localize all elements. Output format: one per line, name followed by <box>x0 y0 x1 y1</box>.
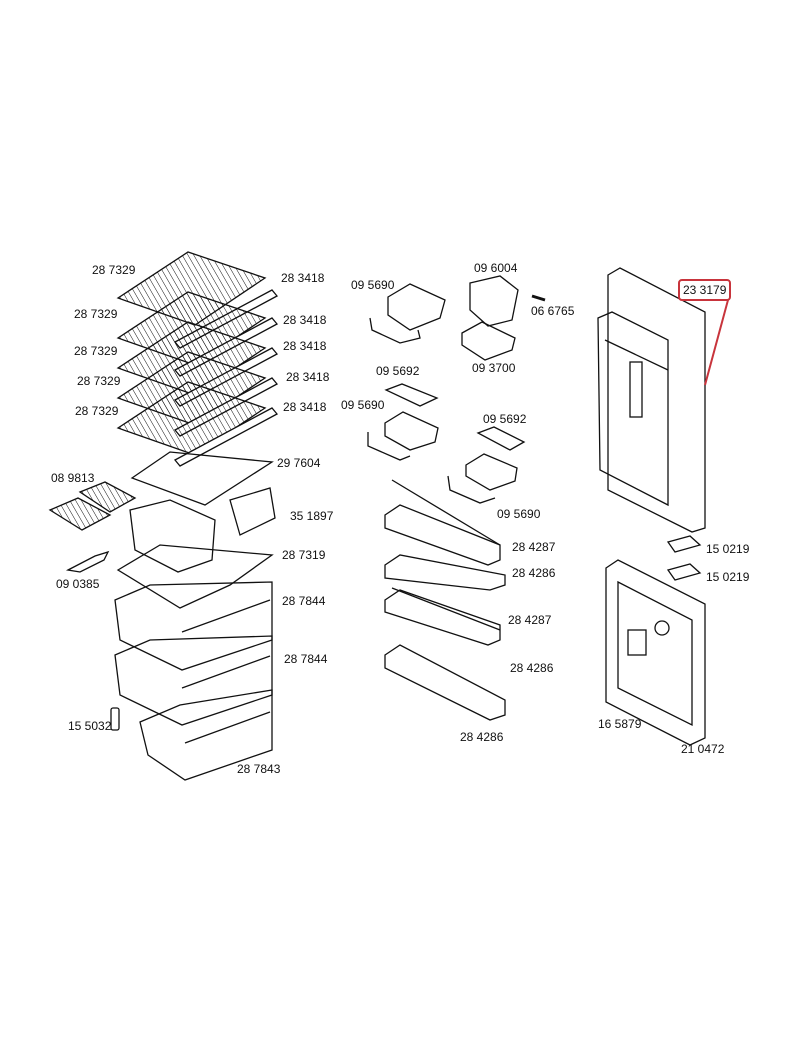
part-outline <box>629 361 643 418</box>
label-bottle-shelf-1: 28 4286 <box>512 566 556 580</box>
label-crisper-cover: 28 7319 <box>282 548 326 562</box>
part-outline <box>465 453 518 491</box>
part-outline <box>181 599 271 633</box>
part-outline <box>387 283 446 331</box>
label-cover: 29 7604 <box>277 456 321 470</box>
shelf-stack <box>116 251 279 506</box>
part-outline <box>48 497 112 531</box>
label-chiller-trays: 35 1897 <box>290 509 334 523</box>
shelf-5 <box>116 381 279 467</box>
hinge-covers <box>666 535 702 581</box>
label-hinge-cover-1: 15 0219 <box>706 542 750 556</box>
drawers <box>110 581 273 781</box>
label-rail-1: 28 4287 <box>512 540 556 554</box>
part-outline <box>114 581 273 671</box>
label-screw: 06 6765 <box>531 304 575 318</box>
label-trim-2: 28 3418 <box>283 313 327 327</box>
part-outline <box>184 711 271 744</box>
label-door-bin-a: 09 5690 <box>351 278 395 292</box>
ice-trays <box>48 481 137 531</box>
ice-scoop <box>65 550 110 573</box>
label-trim-4: 28 3418 <box>286 370 330 384</box>
label-upper-door-highlighted: 23 3179 <box>678 279 732 301</box>
part-outline <box>384 411 439 451</box>
crisper-frame <box>116 544 274 609</box>
upper-door <box>597 267 729 533</box>
part-outline <box>110 707 120 731</box>
label-bottle-shelf-2: 28 4286 <box>510 661 554 675</box>
part-outline <box>607 267 706 533</box>
lower-door <box>605 559 706 746</box>
part-outline <box>116 381 267 456</box>
label-door-bin-b: 09 3700 <box>472 361 516 375</box>
label-door-bin-c: 09 5690 <box>341 398 385 412</box>
label-clip: 15 5032 <box>68 719 112 733</box>
bottle-shelves <box>384 479 506 721</box>
part-outline <box>654 620 670 636</box>
label-hinge-cover-2: 15 0219 <box>706 570 750 584</box>
label-rail-2: 28 4287 <box>508 613 552 627</box>
part-outline <box>229 487 276 536</box>
label-drawer-2: 28 7844 <box>284 652 328 666</box>
label-trim-3: 28 3418 <box>283 339 327 353</box>
part-outline <box>384 589 501 646</box>
part-outline <box>627 629 647 656</box>
part-outline <box>173 407 279 467</box>
part-outline <box>597 311 669 507</box>
label-control-knob: 16 5879 <box>598 717 642 731</box>
part-outline <box>531 294 546 302</box>
label-shelf-2: 28 7329 <box>74 307 118 321</box>
part-outline <box>447 475 496 504</box>
part-outline <box>369 317 421 344</box>
label-egg-tray-b: 09 5692 <box>483 412 527 426</box>
part-outline <box>181 655 271 689</box>
part-outline <box>617 580 693 727</box>
label-shelf-4: 28 7329 <box>77 374 121 388</box>
part-outline <box>129 499 216 573</box>
part-outline <box>384 504 501 566</box>
part-outline <box>391 479 501 546</box>
part-outline <box>704 299 729 386</box>
part-outline <box>139 689 273 781</box>
label-trim-5: 28 3418 <box>283 400 327 414</box>
label-trim-1: 28 3418 <box>281 271 325 285</box>
part-outline <box>666 563 702 581</box>
label-shelf-3: 28 7329 <box>74 344 118 358</box>
label-ice-trays: 08 9813 <box>51 471 95 485</box>
egg-tray-b-shape <box>476 426 526 451</box>
part-outline <box>78 481 137 513</box>
part-outline <box>391 587 501 631</box>
label-drawer-3: 28 7843 <box>237 762 281 776</box>
label-shelf-1: 28 7329 <box>92 263 136 277</box>
part-outline <box>666 535 702 553</box>
part-outline <box>384 554 506 591</box>
label-ice-scoop: 09 0385 <box>56 577 100 591</box>
part-outline <box>605 559 706 746</box>
chiller-trays <box>129 487 276 573</box>
label-butter-box: 09 6004 <box>474 261 518 275</box>
butter-box-shape <box>469 275 519 327</box>
label-bottle-shelf-3: 28 4286 <box>460 730 504 744</box>
door-bins <box>367 275 546 504</box>
label-door-bin-d: 09 5690 <box>497 507 541 521</box>
crisper-cover-plate <box>130 451 274 506</box>
label-drawer-1: 28 7844 <box>282 594 326 608</box>
label-shelf-5: 28 7329 <box>75 404 119 418</box>
part-outline <box>367 432 411 461</box>
label-egg-tray-a: 09 5692 <box>376 364 420 378</box>
label-lower-door: 21 0472 <box>681 742 725 756</box>
part-outline <box>461 321 516 361</box>
egg-tray-a-shape <box>384 383 439 407</box>
part-outline <box>604 339 669 371</box>
part-outline <box>384 644 506 721</box>
